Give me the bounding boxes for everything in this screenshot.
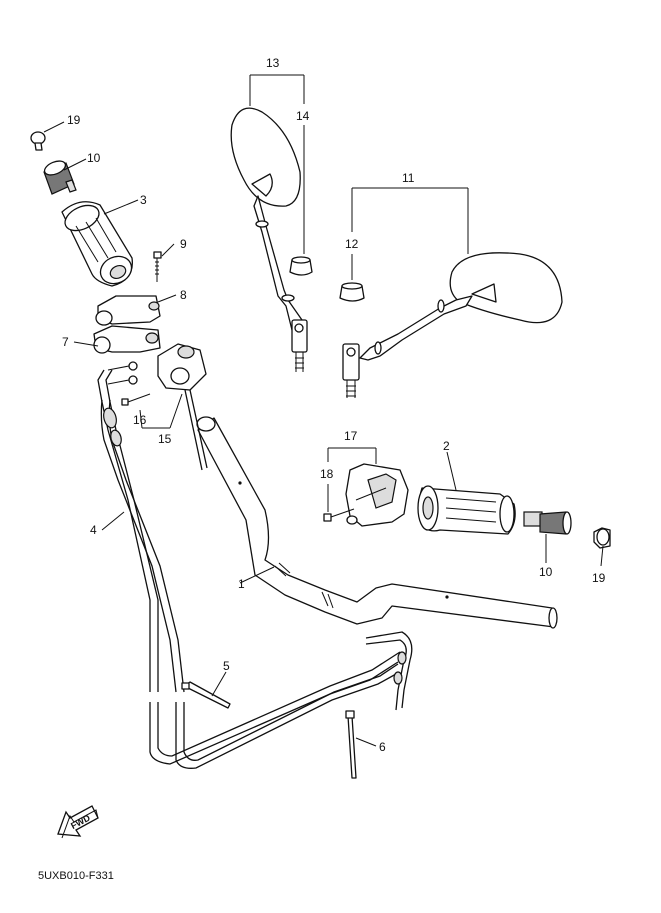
leader-lines bbox=[43, 74, 604, 747]
callout-10-left: 10 bbox=[87, 151, 101, 165]
grip-end-weight-right bbox=[523, 511, 572, 535]
handlebar-punch-mark bbox=[445, 595, 449, 599]
throttle-housing-lower bbox=[93, 325, 161, 354]
fwd-arrow-icon: FWD bbox=[57, 805, 99, 839]
screw-16-lower bbox=[107, 375, 138, 385]
throttle-housing-upper bbox=[95, 295, 161, 326]
grip-right bbox=[417, 485, 516, 535]
callout-2: 2 bbox=[443, 439, 450, 453]
callout-18: 18 bbox=[320, 467, 334, 481]
throttle-cable-lower bbox=[149, 631, 413, 769]
mirror-cap-12 bbox=[339, 282, 365, 302]
callout-12: 12 bbox=[345, 237, 359, 251]
throttle-cable bbox=[97, 369, 185, 693]
cable-tie-6 bbox=[345, 710, 357, 779]
handlebar-punch-mark bbox=[238, 481, 242, 485]
callout-16: 16 bbox=[133, 413, 147, 427]
callout-1: 1 bbox=[238, 577, 245, 591]
switch-harness-wire bbox=[189, 389, 208, 469]
cable-tie-5 bbox=[181, 681, 231, 709]
diagram-code: 5UXB010-F331 bbox=[38, 870, 114, 882]
callout-11: 11 bbox=[402, 171, 415, 185]
switch-harness-wire bbox=[184, 389, 203, 471]
rear-view-mirror-left bbox=[230, 107, 308, 372]
callout-6: 6 bbox=[379, 740, 386, 754]
callout-10-right: 10 bbox=[539, 565, 553, 579]
callout-9: 9 bbox=[180, 237, 187, 251]
grip-end-weight-left bbox=[43, 160, 77, 195]
callout-7: 7 bbox=[62, 335, 69, 349]
screw-9 bbox=[153, 251, 162, 282]
handlebar-switch-left bbox=[157, 343, 207, 391]
callout-14: 14 bbox=[296, 109, 310, 123]
grip-end-cap-right bbox=[593, 527, 611, 549]
callout-17: 17 bbox=[344, 429, 358, 443]
callout-19-left: 19 bbox=[67, 113, 81, 127]
screw-16 bbox=[121, 393, 151, 406]
callout-13: 13 bbox=[266, 56, 280, 70]
mirror-cap-14 bbox=[289, 256, 313, 276]
callout-4: 4 bbox=[90, 523, 97, 537]
screw-16-upper bbox=[107, 361, 138, 371]
callout-8: 8 bbox=[180, 288, 187, 302]
callout-15: 15 bbox=[158, 432, 172, 446]
grip-end-cap-left bbox=[30, 131, 46, 151]
screw-18 bbox=[323, 508, 355, 522]
callout-labels: 1 2 3 4 5 6 7 8 9 10 10 11 12 13 14 15 1… bbox=[62, 56, 606, 754]
grip-left bbox=[61, 201, 133, 287]
rear-view-mirror-right bbox=[342, 252, 563, 398]
callout-5: 5 bbox=[223, 659, 230, 673]
callout-3: 3 bbox=[140, 193, 147, 207]
callout-19-right: 19 bbox=[592, 571, 606, 585]
handlebar bbox=[196, 416, 558, 629]
handlebar-switch-right bbox=[345, 463, 409, 527]
